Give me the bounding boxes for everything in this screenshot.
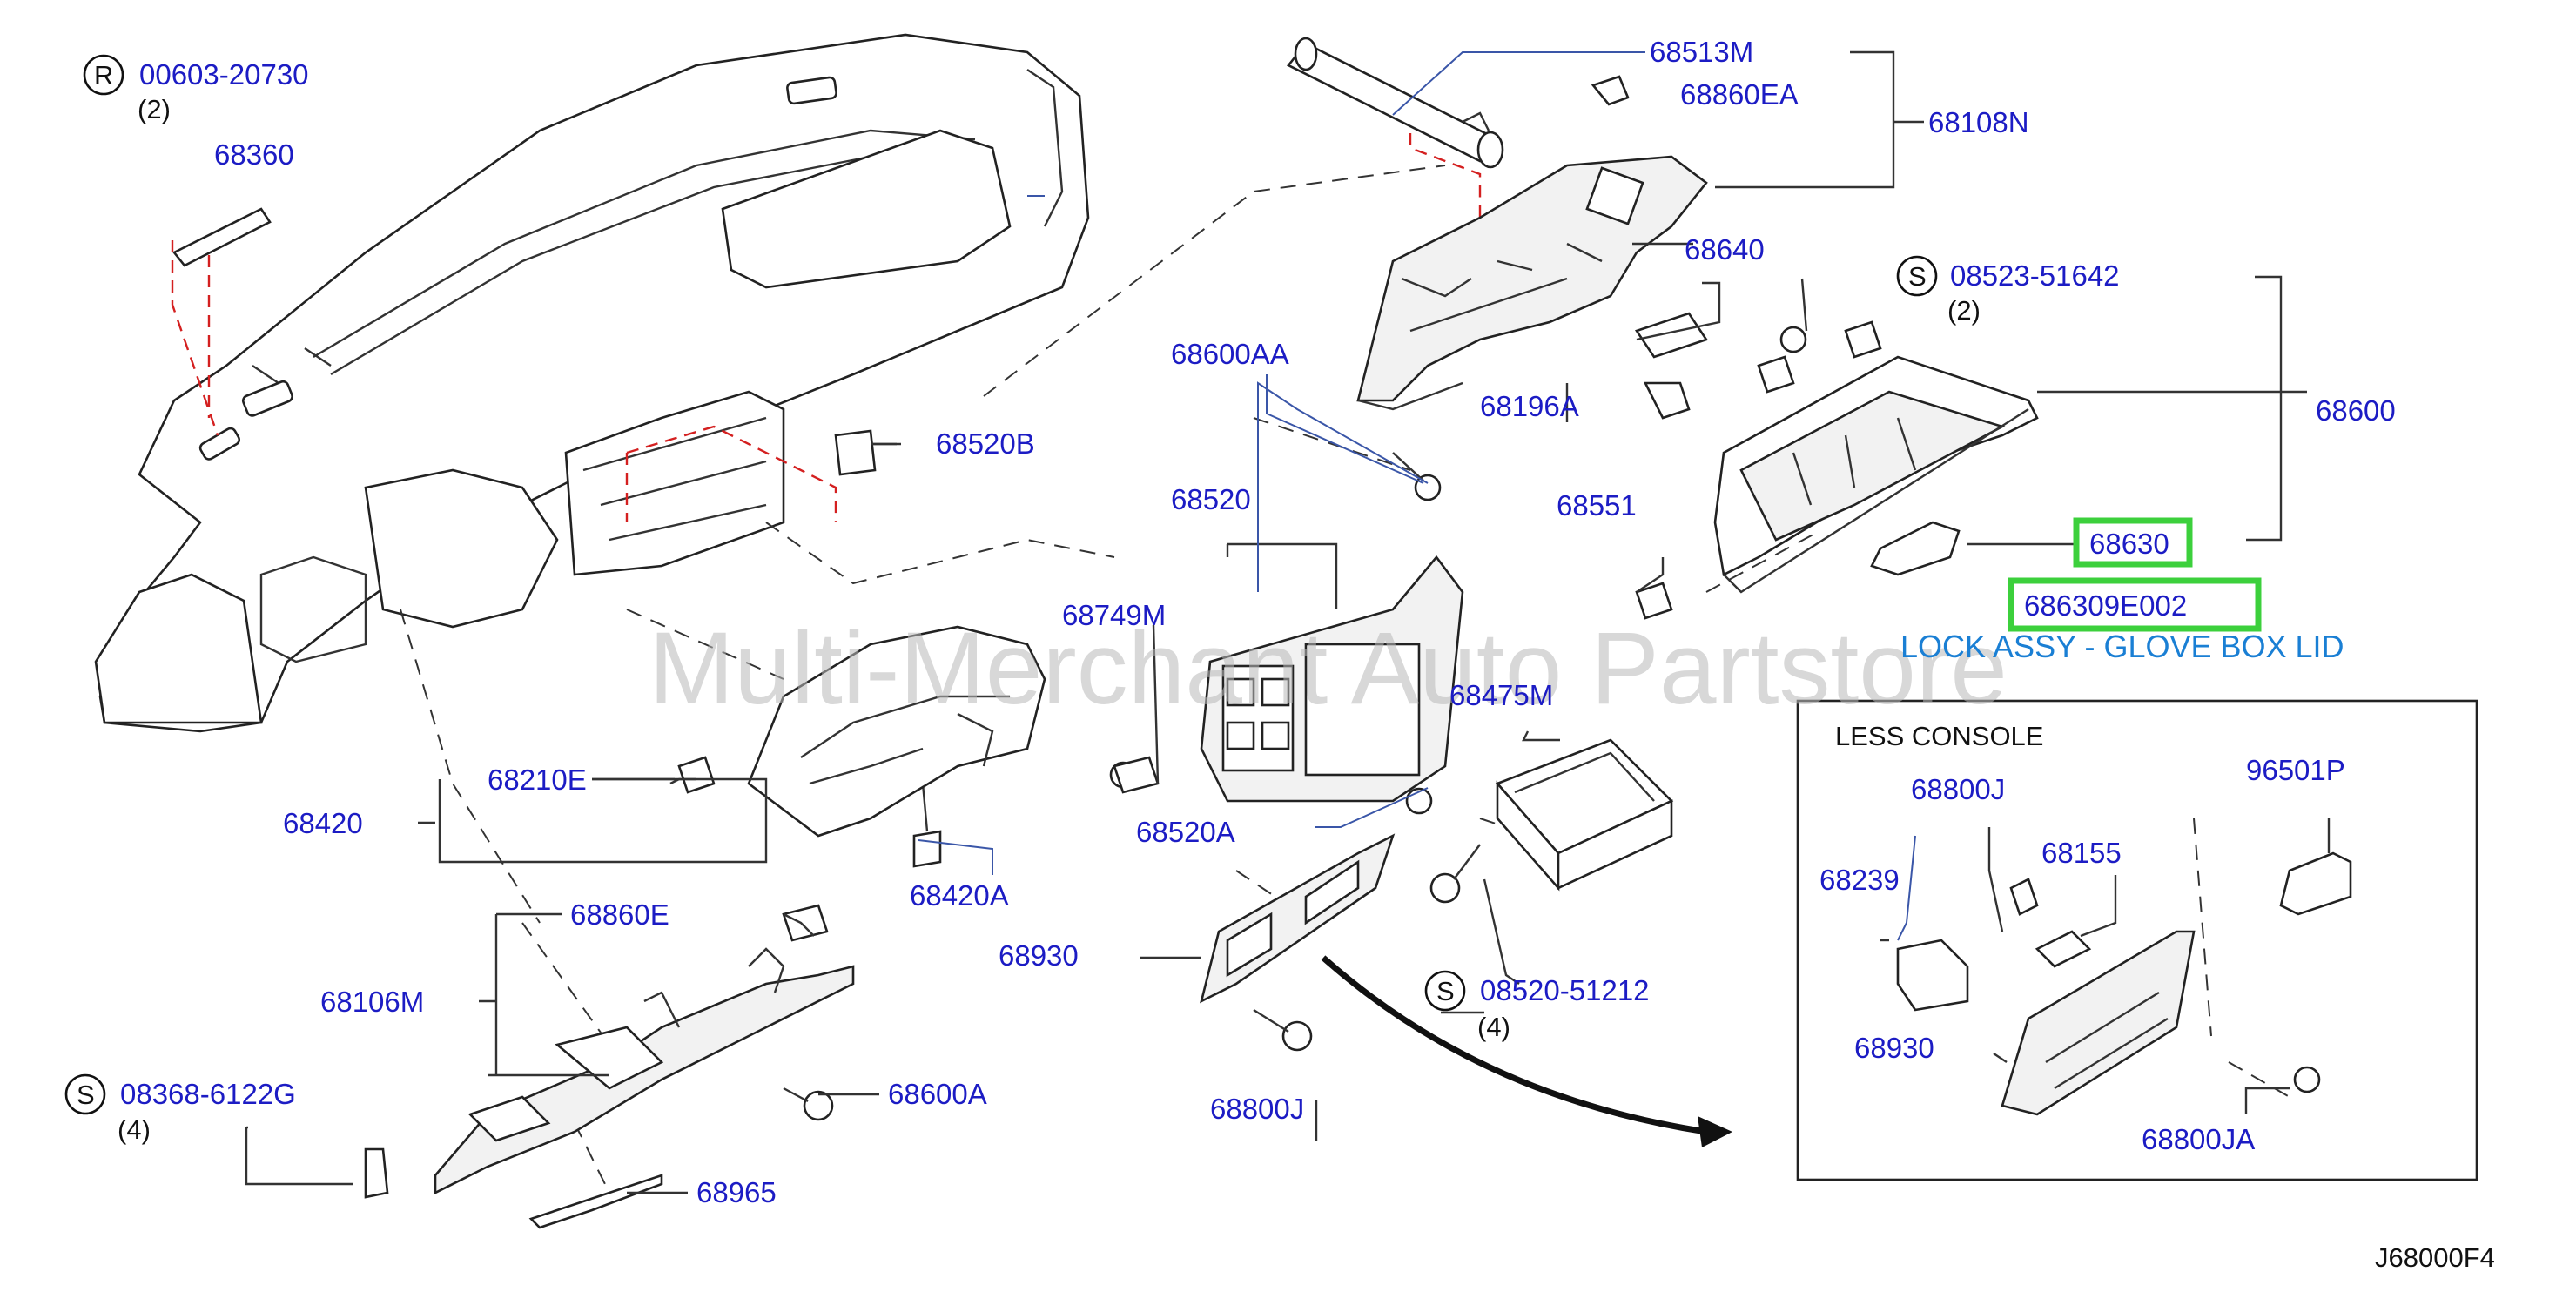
label-68108N: 68108N bbox=[1928, 106, 2029, 138]
label-68420A: 68420A bbox=[910, 879, 1009, 912]
dashed-leaders bbox=[400, 165, 2290, 1194]
label-68749M: 68749M bbox=[1062, 599, 1166, 631]
label-08368-6122G: 08368-6122G bbox=[120, 1078, 296, 1110]
r-code-circle bbox=[83, 54, 124, 96]
dashboard-panel-drawing bbox=[94, 33, 1090, 733]
small-clips-drawing bbox=[364, 75, 2321, 1199]
label-68800J: 68800J bbox=[1210, 1093, 1304, 1125]
label-68600: 68600 bbox=[2316, 394, 2396, 427]
r-code-letter: R bbox=[94, 60, 113, 91]
s-code-letter-3: S bbox=[1908, 261, 1927, 292]
label-68360: 68360 bbox=[214, 138, 294, 171]
callout-lines bbox=[245, 50, 2331, 1194]
lower-panel-68930-drawing bbox=[1200, 833, 1396, 1004]
label-68106M: 68106M bbox=[320, 986, 424, 1018]
inset-label-68800J: 68800J bbox=[1911, 773, 2005, 805]
label-68930: 68930 bbox=[999, 939, 1079, 972]
inset-label-68930: 68930 bbox=[1854, 1032, 1934, 1064]
label-00603-20730: 00603-20730 bbox=[139, 58, 309, 91]
s-code-letter-1: S bbox=[77, 1080, 95, 1110]
label-08520-51212: 08520-51212 bbox=[1480, 974, 1650, 1006]
s-code-circle-2 bbox=[1424, 970, 1466, 1012]
label-68630: 68630 bbox=[2089, 528, 2169, 560]
label-68640: 68640 bbox=[1685, 233, 1765, 266]
curved-arrow bbox=[1321, 955, 1707, 1135]
inset-title: LESS CONSOLE bbox=[1835, 721, 2043, 751]
qty-s1: (4) bbox=[118, 1114, 151, 1145]
inset-label-68800JA: 68800JA bbox=[2142, 1123, 2255, 1155]
plate-68360-drawing bbox=[172, 207, 272, 267]
cluster-finisher-drawing bbox=[1200, 555, 1464, 803]
label-68475M: 68475M bbox=[1449, 679, 1553, 711]
s-code-circle-1 bbox=[64, 1073, 106, 1115]
cluster-lid-drawing bbox=[747, 625, 1046, 838]
watermark-text: Multi-Merchant Auto Partstore bbox=[649, 611, 2008, 726]
label-68520A: 68520A bbox=[1136, 816, 1235, 848]
qty-s3: (2) bbox=[1947, 295, 1981, 326]
strip-68965-drawing bbox=[528, 1174, 663, 1229]
inset-parts-drawing bbox=[1896, 851, 2352, 1116]
inset-less-console-box bbox=[1796, 699, 2478, 1181]
qty-s2: (4) bbox=[1477, 1012, 1510, 1042]
label-68860E: 68860E bbox=[570, 898, 669, 931]
inset-label-68155: 68155 bbox=[2041, 837, 2122, 869]
glove-box-drawing bbox=[1713, 355, 2039, 594]
s-code-circle-3 bbox=[1896, 255, 1938, 297]
highlight-box-686309E002 bbox=[2008, 577, 2262, 632]
label-68210E: 68210E bbox=[488, 764, 587, 796]
label-68860EA: 68860EA bbox=[1680, 78, 1799, 111]
label-686309E002: 686309E002 bbox=[2024, 589, 2187, 622]
highlight-box-68630 bbox=[2073, 517, 2193, 568]
label-68600A: 68600A bbox=[888, 1078, 987, 1110]
arrow-head bbox=[1698, 1116, 1732, 1147]
reinforcement-bar-drawing bbox=[1286, 37, 1504, 169]
label-68600AA: 68600AA bbox=[1171, 338, 1289, 370]
qty-r: (2) bbox=[138, 94, 171, 124]
label-08523-51642: 08523-51642 bbox=[1950, 259, 2120, 292]
inset-label-68239: 68239 bbox=[1819, 864, 1900, 896]
pocket-68475M-drawing bbox=[1495, 738, 1674, 892]
label-68520B: 68520B bbox=[936, 427, 1035, 460]
lock-68630-drawing bbox=[1870, 521, 1961, 576]
part-description: LOCK ASSY - GLOVE BOX LID bbox=[1900, 629, 2344, 664]
label-68420: 68420 bbox=[283, 807, 363, 839]
label-68196A: 68196A bbox=[1480, 390, 1579, 422]
bracket-68108N-drawing bbox=[1356, 155, 1708, 411]
inset-label-96501P: 96501P bbox=[2246, 754, 2345, 786]
diagram-code: J68000F4 bbox=[2375, 1242, 2495, 1273]
label-68965: 68965 bbox=[696, 1176, 777, 1208]
label-68520: 68520 bbox=[1171, 483, 1251, 515]
label-68513M: 68513M bbox=[1650, 36, 1753, 68]
s-code-letter-2: S bbox=[1436, 976, 1455, 1006]
label-68551: 68551 bbox=[1557, 489, 1637, 522]
knee-protector-drawing bbox=[434, 947, 855, 1195]
